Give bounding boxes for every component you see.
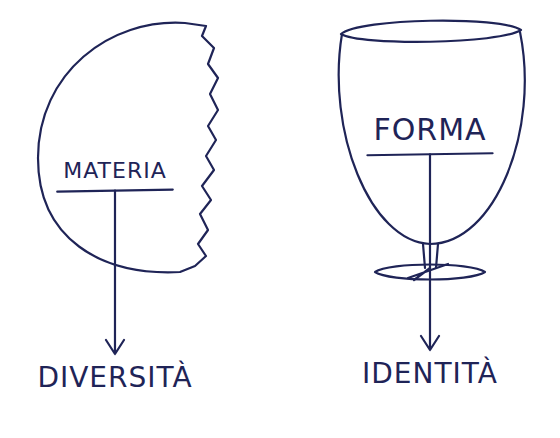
rim-outline [341,21,521,42]
shape-node: FORMA [330,10,535,285]
goblet-outline [330,10,535,285]
concept-title: FORMA [373,113,486,148]
foot-outline [375,265,485,280]
text-node: DIVERSITÀ [33,360,196,396]
bowl-outline [339,32,525,244]
shape-node: MATERIA [30,18,230,280]
down-arrow [106,191,124,354]
bitten-blob-outline [30,18,230,280]
down-arrow [421,154,439,350]
concept-result: IDENTITÀ [362,358,498,390]
text-node: IDENTITÀ [358,356,502,392]
foot-scribble [408,264,448,280]
concept-title: MATERIA [63,158,167,183]
blob-outline [38,23,218,273]
concept-result: DIVERSITÀ [37,362,192,394]
